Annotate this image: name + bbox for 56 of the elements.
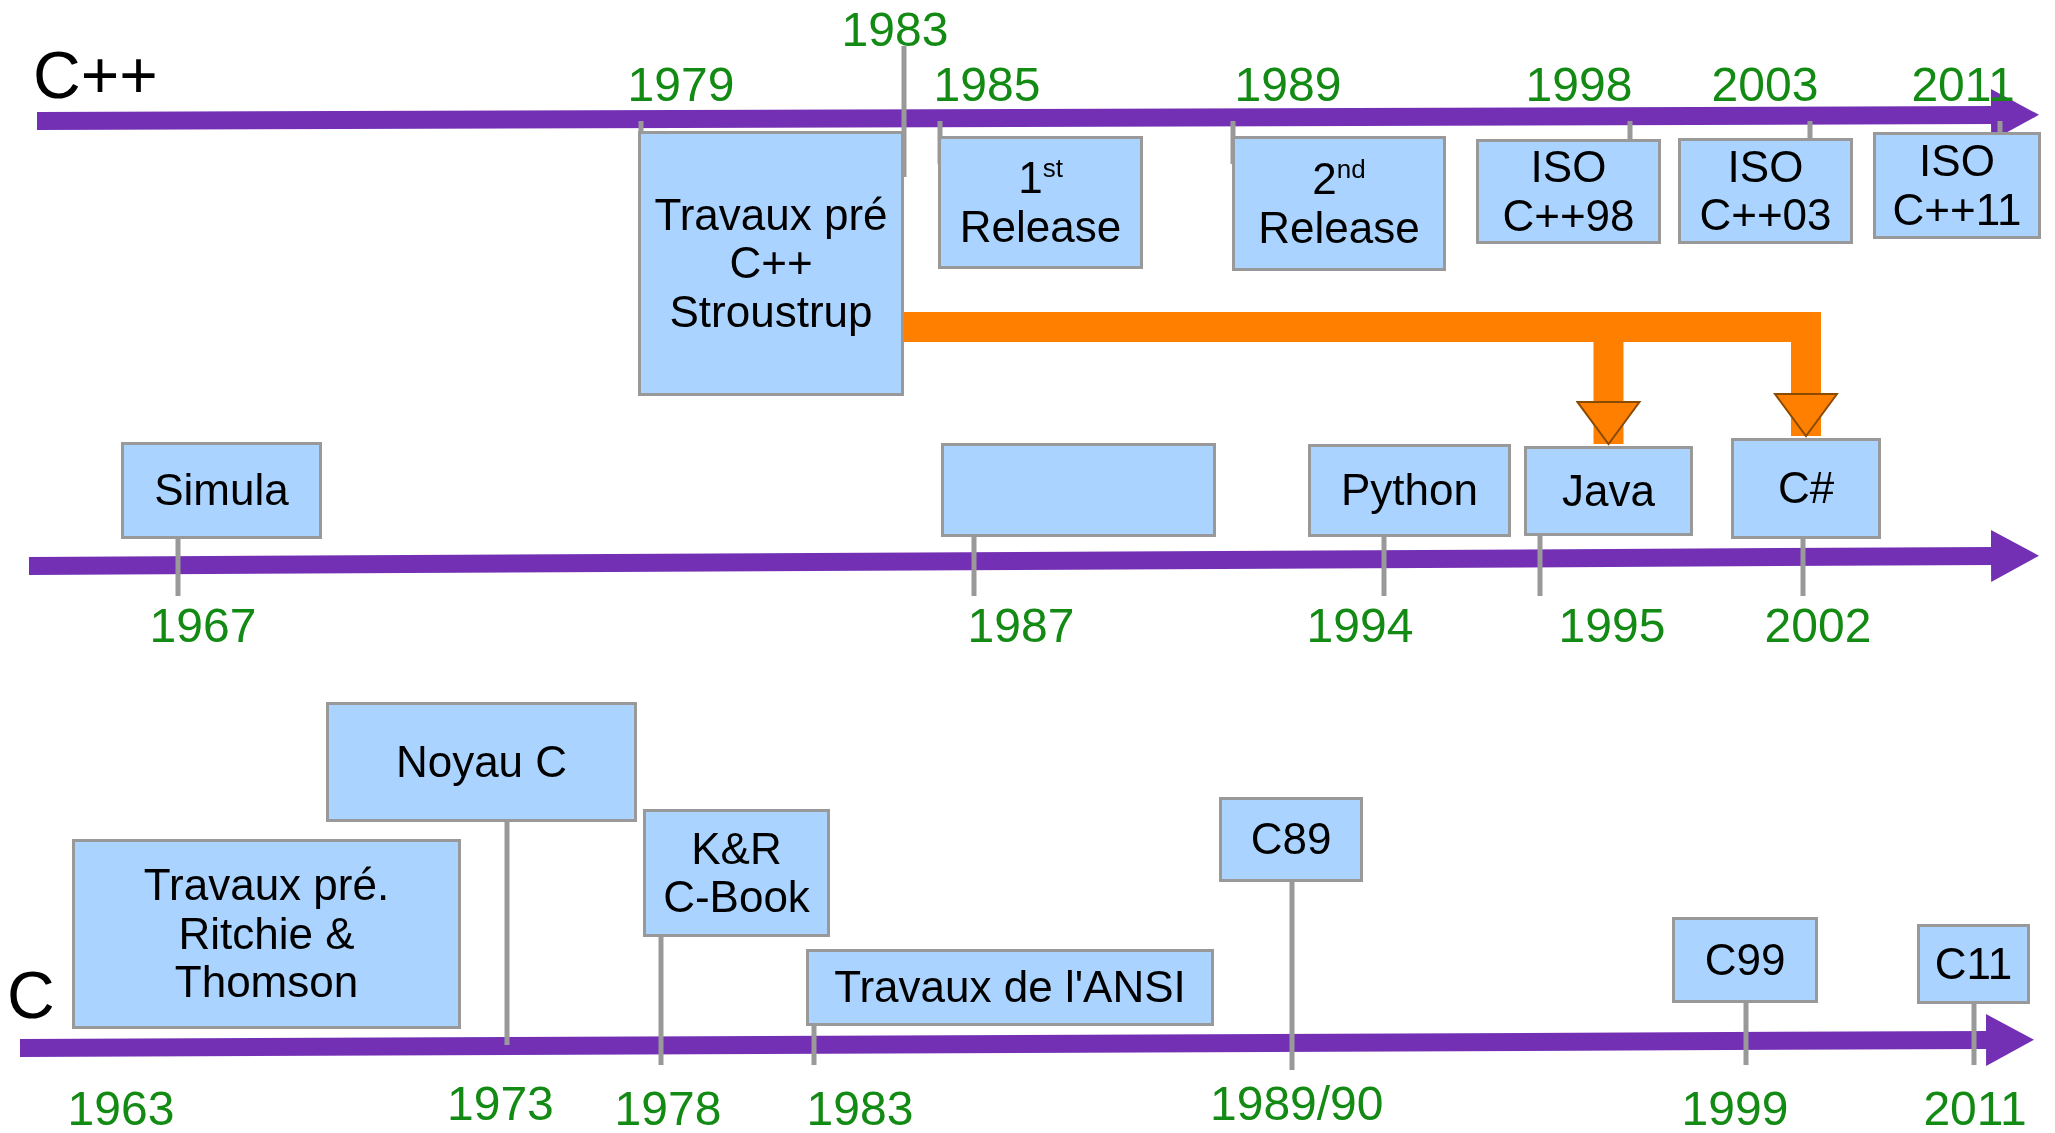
event-label: Python bbox=[1341, 466, 1478, 515]
timeline-event-box bbox=[1672, 917, 1818, 1003]
year-label: 1979 bbox=[627, 56, 735, 112]
year-label: 2011 bbox=[1923, 1080, 2027, 1133]
timeline-event-box bbox=[1219, 797, 1363, 882]
year-label: 1999 bbox=[1681, 1080, 1789, 1133]
year-label: 1989 bbox=[1234, 56, 1342, 112]
event-label: Travaux pré. Ritchie & Thomson bbox=[142, 861, 391, 1007]
year-label: 1983 bbox=[806, 1080, 914, 1133]
year-label: 2003 bbox=[1711, 56, 1819, 112]
timeline-event-box bbox=[1678, 138, 1853, 244]
event-label: C# bbox=[1777, 464, 1835, 513]
event-label: Java bbox=[1562, 466, 1655, 516]
year-label: 1994 bbox=[1306, 597, 1414, 653]
event-label: Noyau C bbox=[395, 737, 568, 787]
event-label: Travaux de l'ANSI bbox=[834, 963, 1186, 1012]
timeline-event-box bbox=[1308, 444, 1511, 537]
year-label: 2002 bbox=[1764, 597, 1872, 653]
timeline-event-box bbox=[638, 131, 904, 396]
timeline-event-box bbox=[1731, 438, 1881, 539]
event-label: 2$^{nd}$ Release bbox=[1257, 155, 1421, 252]
event-label: C11 bbox=[1934, 939, 2013, 989]
year-label: 1967 bbox=[149, 597, 257, 653]
timeline-event-box bbox=[121, 442, 322, 539]
event-label: 1$^{st}$ Release bbox=[958, 154, 1123, 251]
year-label: 1989/90 bbox=[1210, 1080, 1384, 1128]
year-label: 1998 bbox=[1525, 56, 1633, 112]
year-label: 1978 bbox=[614, 1080, 722, 1133]
event-label: Travaux pré C++ Stroustrup bbox=[653, 190, 889, 337]
event-label: C99 bbox=[1704, 935, 1786, 985]
timeline-event-box bbox=[1917, 924, 2030, 1004]
year-label: 1995 bbox=[1558, 597, 1666, 653]
event-label: ISO C++11 bbox=[1891, 137, 2023, 234]
timeline-event-box bbox=[1873, 132, 2041, 239]
year-label: 1963 bbox=[67, 1080, 175, 1133]
event-label: K&R C-Book bbox=[662, 824, 811, 922]
year-label: 1987 bbox=[967, 597, 1075, 653]
timeline-event-box bbox=[1232, 136, 1446, 271]
timeline-event-box bbox=[72, 839, 461, 1029]
event-label: Simula bbox=[154, 466, 289, 515]
event-label: ISO C++03 bbox=[1698, 142, 1833, 240]
timeline-event-box bbox=[938, 136, 1143, 269]
timeline-event-box bbox=[1476, 139, 1661, 244]
timeline-event-box bbox=[643, 809, 830, 937]
year-label: 2011 bbox=[1911, 56, 2015, 112]
timeline-title: C bbox=[7, 962, 55, 1028]
timeline-event-box bbox=[941, 443, 1216, 537]
timeline-title: C++ bbox=[33, 42, 158, 108]
year-label: 1985 bbox=[933, 56, 1041, 112]
timeline-event-box bbox=[1524, 446, 1693, 536]
year-label: 1983 bbox=[841, 1, 949, 57]
timeline-event-box bbox=[806, 949, 1214, 1026]
year-label: 1973 bbox=[447, 1080, 554, 1128]
event-label: C89 bbox=[1250, 815, 1332, 864]
event-label: ISO C++98 bbox=[1501, 143, 1636, 240]
timeline-event-box bbox=[326, 702, 637, 822]
